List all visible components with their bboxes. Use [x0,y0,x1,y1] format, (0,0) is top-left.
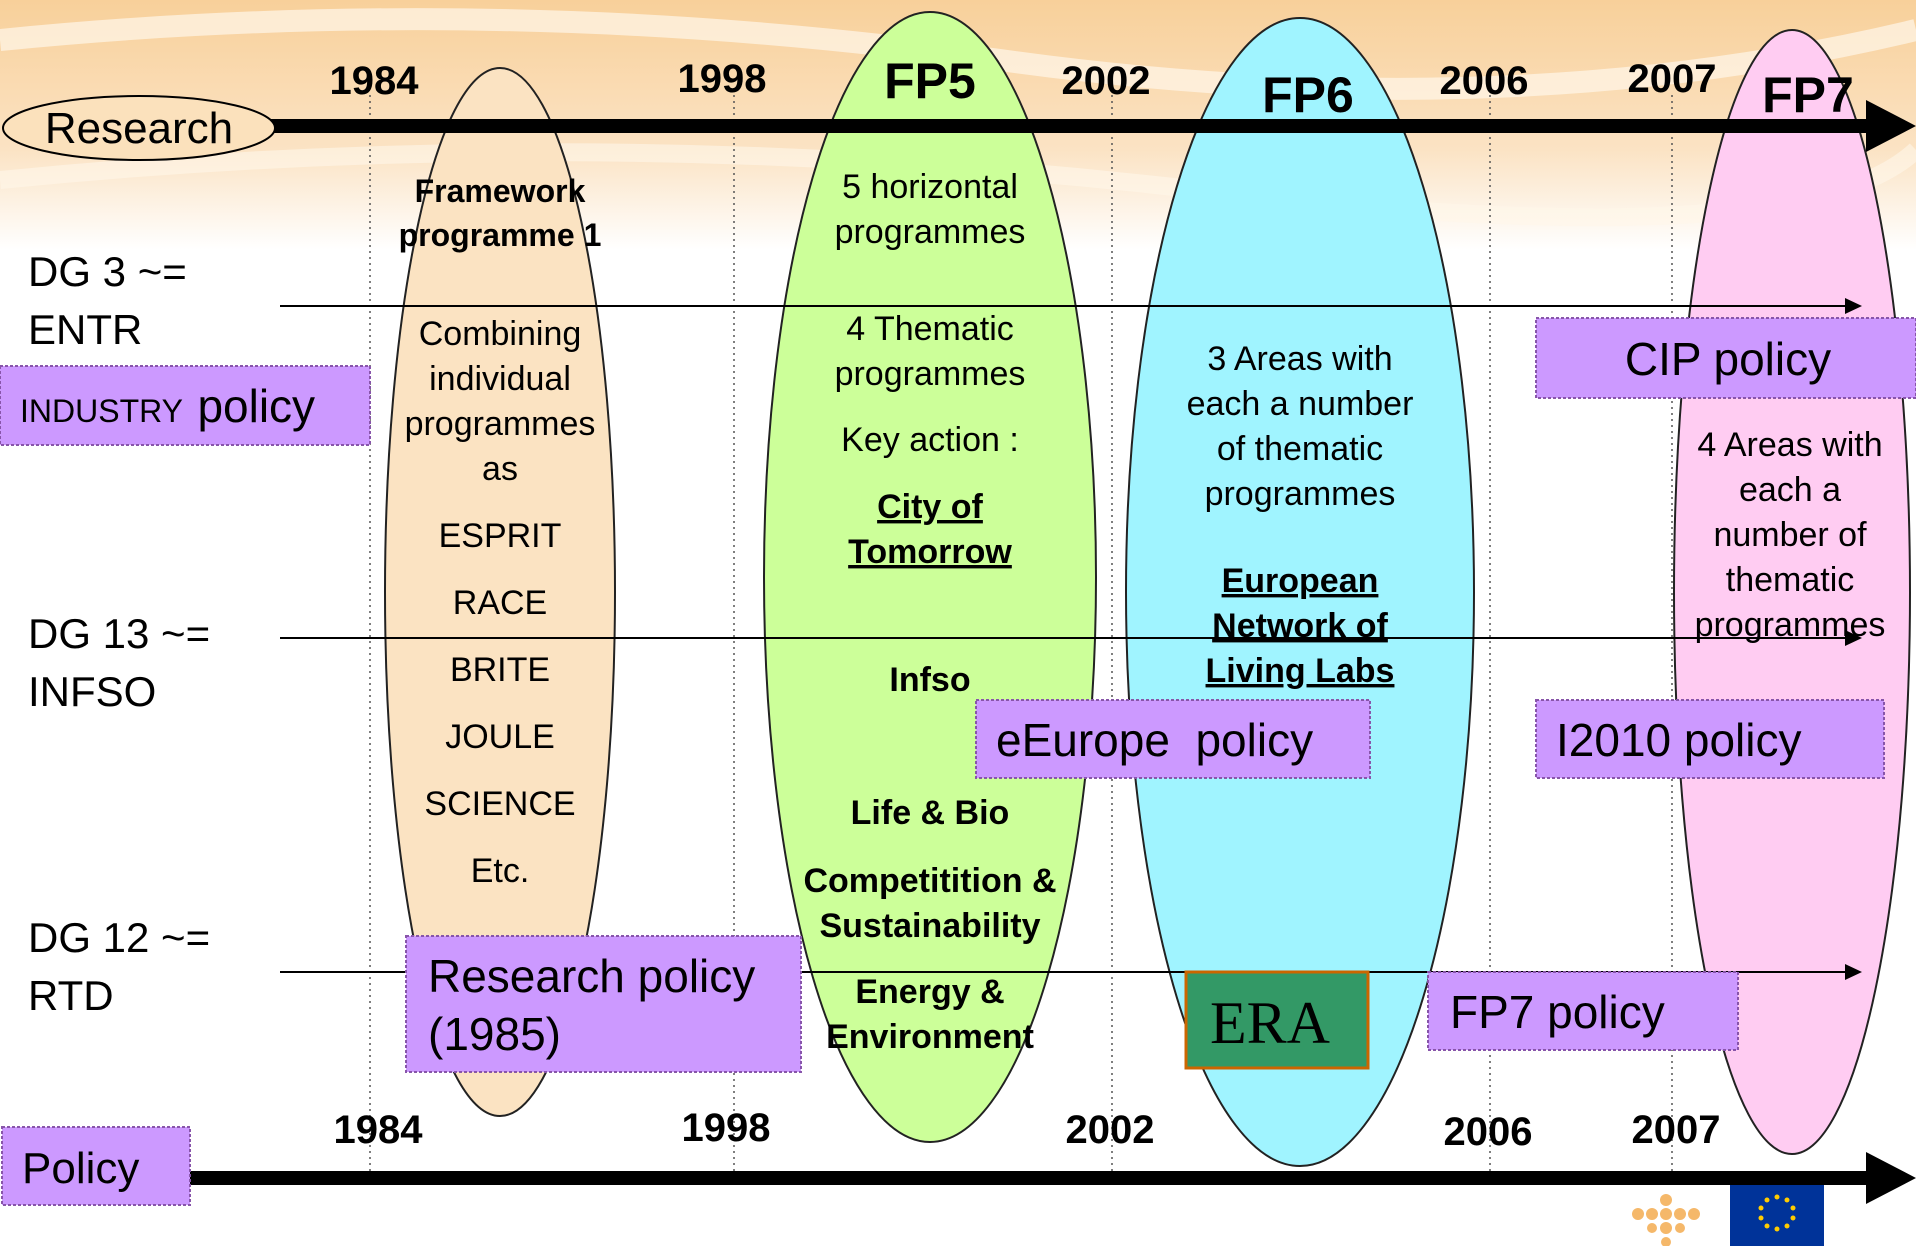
fp1-body-line: as [482,450,518,488]
bottom-years: 1984 1998 2002 2006 2007 [334,1106,1721,1154]
research-label: Research [45,104,233,153]
fp1-item: ESPRIT [439,517,562,555]
i2010-policy-box: I2010 policy [1535,699,1885,779]
dg13-line1: DG 13 ~= [28,610,210,657]
fp5-infso: Infso [889,661,970,699]
fp5-key-action: Key action : [841,421,1019,459]
i2010-policy-label: I2010 policy [1556,714,1802,766]
era-box: ERA [1184,970,1370,1070]
dots-logo-icon [1632,1194,1700,1246]
fp6-title: FP6 [1262,67,1354,123]
bottom-year: 2007 [1632,1108,1721,1152]
fp6-areas-line: each a number [1187,385,1414,423]
bottom-year: 2006 [1444,1110,1533,1154]
fp1-ellipse [384,67,616,1117]
fp6-enoll-line: Living Labs [1206,652,1395,690]
dg12-line2: RTD [28,972,114,1019]
fp1-item: SCIENCE [424,785,575,823]
fp5-city-line: Tomorrow [848,533,1012,571]
fp7-policy-box: FP7 policy [1427,971,1739,1051]
fp5-energy-line: Environment [826,1018,1034,1056]
fp5-title: FP5 [884,53,976,109]
fp6-enoll-line: Network of [1212,607,1388,645]
era-label: ERA [1210,990,1330,1056]
fp5-city-line: City of [877,488,983,526]
research-policy-line: (1985) [428,1008,561,1060]
dg13-line2: INFSO [28,668,156,715]
policy-label: Policy [22,1144,139,1193]
dg12-line1: DG 12 ~= [28,914,210,961]
svg-text:INDUSTRY policy: INDUSTRY policy [20,380,315,432]
top-year: 2006 [1440,59,1529,103]
fp6-areas-line: 3 Areas with [1207,340,1392,378]
fp7-title: FP7 [1762,67,1854,123]
research-label-oval [2,95,276,161]
top-year: 2002 [1062,59,1151,103]
policy-label-box [1,1126,191,1206]
fp6-enoll-line: European [1222,562,1379,600]
eu-flag-logo-icon [1730,1185,1824,1246]
fp6-areas-line: of thematic [1217,430,1383,468]
banner-wave [0,8,1916,100]
fp5-comp-line: Competitition & [803,862,1056,900]
fp1-body-line: programmes [405,405,596,443]
policy-axis-arrow-icon [1866,1152,1916,1204]
top-years: 1984 1998 2002 2006 2007 [330,57,1717,103]
fp1-body-line: individual [429,360,571,398]
cip-policy-box: CIP policy [1535,317,1916,399]
industry-policy-box: INDUSTRY policy [0,365,371,446]
research-policy-line: Research policy [428,950,755,1002]
bottom-year: 1998 [682,1106,771,1150]
top-year: 1984 [330,59,420,103]
bottom-year: 2002 [1066,1108,1155,1152]
fp7-policy-label: FP7 policy [1450,986,1665,1038]
dg3-line2: ENTR [28,306,142,353]
eeurope-policy-box: eEurope policy [975,699,1371,779]
fp5-horizontal-line: 5 horizontal [842,168,1018,206]
fp1-item: JOULE [445,718,555,756]
fp6-areas-line: programmes [1205,475,1396,513]
cip-policy-label: CIP policy [1625,333,1831,385]
fp7-areas-line: number of [1713,516,1867,554]
research-axis-arrow-icon [1866,100,1916,152]
fp1-body-line: Combining [419,315,582,353]
fp1-item: BRITE [450,651,550,689]
fp7-areas-line: thematic [1726,561,1855,599]
fp5-thematic-line: 4 Thematic [846,310,1014,348]
fp1-item: RACE [453,584,547,622]
fp5-thematic-line: programmes [835,355,1026,393]
fp1-title-line: Framework [415,173,586,209]
fp7-areas-line: programmes [1695,606,1886,644]
fp1-item: Etc. [471,852,530,890]
eeurope-policy-label: eEurope policy [996,714,1313,766]
dg3-line1: DG 3 ~= [28,248,187,295]
bottom-year: 1984 [334,1108,424,1152]
top-year: 1998 [678,57,767,101]
top-year: 2007 [1628,57,1717,101]
fp7-areas-line: 4 Areas with [1697,426,1882,464]
fp5-ellipse [763,11,1097,1143]
fp5-horizontal-line: programmes [835,213,1026,251]
industry-policy-small: INDUSTRY [20,393,183,429]
research-policy-box: Research policy (1985) [405,935,802,1073]
industry-policy-big: policy [197,380,315,432]
fp1-title-line: programme 1 [399,217,602,253]
fp5-life-bio: Life & Bio [851,794,1010,832]
fp5-comp-line: Sustainability [819,907,1040,945]
dg-line-arrows [1845,298,1862,980]
fp7-areas-line: each a [1739,471,1841,509]
fp5-energy-line: Energy & [855,973,1004,1011]
